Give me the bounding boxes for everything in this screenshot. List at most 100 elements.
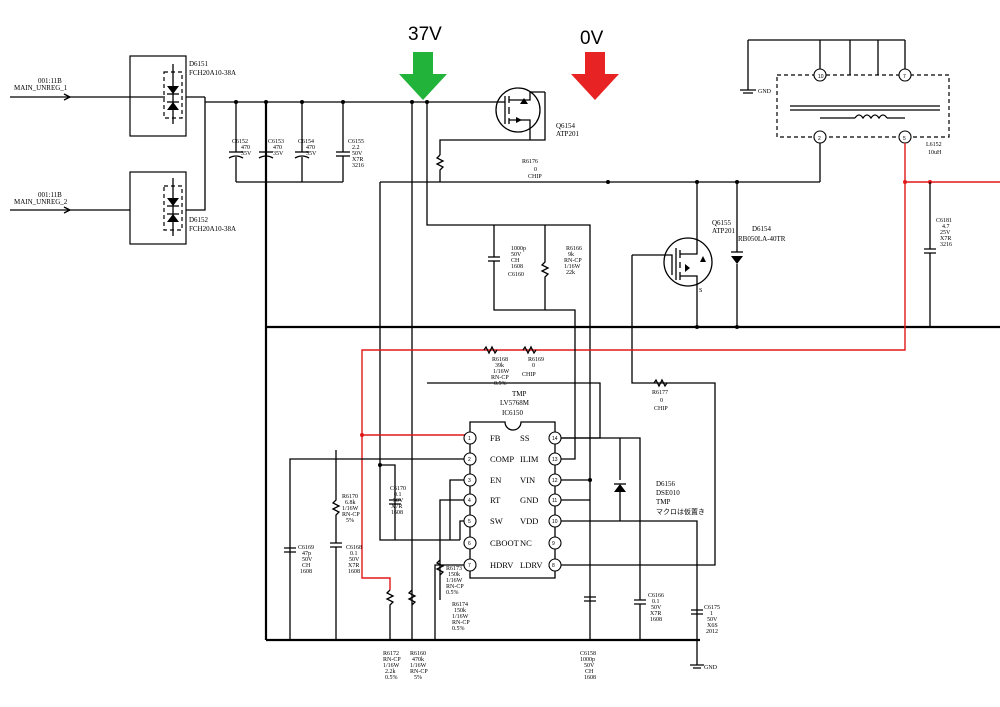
svg-text:TMP: TMP [656,498,671,506]
svg-text:1608: 1608 [584,675,596,681]
svg-text:0.5%: 0.5% [446,590,459,596]
svg-text:470: 470 [241,145,250,151]
ic-pin-number: 7 [468,563,471,569]
ic-pin-number: 13 [552,457,558,463]
c6170-ref: C6170 [390,486,406,492]
ic-pin-number: 1 [468,436,471,442]
c6181-ref: C6181 [936,218,952,224]
arrow-37v-icon [399,52,447,100]
l6152-value: 10uH [928,150,942,156]
svg-text:1/16W: 1/16W [446,578,463,584]
svg-text:2: 2 [818,136,821,142]
svg-text:RN-CP: RN-CP [452,620,470,626]
svg-text:0: 0 [532,363,535,369]
c6152-ref: C6152 [232,139,248,145]
d6152-part: FCH20A10-38A [189,225,236,233]
output-net [904,143,1000,183]
svg-text:3216: 3216 [352,163,364,169]
c6153-ref: C6153 [268,139,284,145]
svg-text:0.5%: 0.5% [494,381,507,387]
r6166-ref: R6166 [566,246,582,252]
c6168-ref: C6168 [346,545,362,551]
svg-text:X7R: X7R [650,611,661,617]
ic-pin-label: RT [490,495,501,505]
ic-pin-circle [463,493,477,507]
svg-text:X7R: X7R [940,236,951,242]
r6173-ref: R6173 [446,566,462,572]
ic-pin-circle [548,536,562,550]
svg-text:5: 5 [903,136,906,142]
svg-text:22k: 22k [566,270,575,276]
ic-pin-label: HDRV [490,560,514,570]
ic6150: TMP LV5768M IC6150 [289,327,698,665]
svg-text:CH: CH [302,563,311,569]
ic-pin-label: VIN [520,475,535,485]
d6154-ref: D6154 [752,225,772,233]
r6170-ref: R6170 [342,494,358,500]
ic-pin-circle [463,473,477,487]
svg-text:5%: 5% [414,675,422,681]
svg-text:0: 0 [660,398,663,404]
input2-net: 001:11B [38,191,62,199]
r6176-ref: R6176 [522,159,538,165]
ic-pin-number: 2 [468,457,471,463]
svg-text:X7R: X7R [352,157,363,163]
main-rails [205,100,1000,642]
marker-0v: 0V [571,28,619,100]
ic-pin-label: LDRV [520,560,543,570]
svg-text:1: 1 [710,611,713,617]
d6156-part: DSE010 [656,489,680,497]
fet-q6154: Q6154 ATP201 [439,87,579,155]
r6174-ref: R6174 [452,602,468,608]
r6169-ref: R6169 [528,357,544,363]
ic-pin-number: 5 [468,519,471,525]
q6155-part: ATP201 [712,227,735,235]
d6152-ref: D6152 [189,216,209,224]
ic-pin-number: 3 [468,478,471,484]
svg-text:1/16W: 1/16W [493,369,510,375]
arrow-0v-icon [571,52,619,100]
resistor-r6170: R6170 6.8k 1/16W RN-CP 5% [330,450,360,640]
svg-text:2.2: 2.2 [352,145,360,151]
resistor-r6177: R6177 0 CHIP [652,378,668,412]
svg-text:1000p: 1000p [580,657,595,663]
cap-c6153: C6153 470 35V [258,139,284,159]
ic-pin-label: EN [490,475,501,485]
r6160-ref: R6160 [410,651,426,657]
svg-text:7: 7 [903,74,906,80]
svg-text:0: 0 [534,167,537,173]
svg-text:1/16W: 1/16W [452,614,469,620]
ic-ref: IC6150 [502,409,524,417]
cap-c6160: 1000p 50V CH 1608 C6160 [488,225,576,327]
svg-text:4.7: 4.7 [942,224,950,230]
feedback-net [361,182,906,436]
cap-c6181: C6181 4.7 25V X7R 3216 [924,182,952,327]
cap-c6169: C6169 47p 50V CH 1608 [284,545,314,575]
resistor-r6172: R6172 RN-CP 1/16W 2.2k 0.5% [383,589,401,681]
svg-text:RN-CP: RN-CP [410,669,428,675]
ic-pin-label: SS [520,433,530,443]
ic-pin-circle [463,558,477,572]
svg-text:RN-CP: RN-CP [342,512,360,518]
cap-c6175: C6175 1 50V X6S 2012 [691,605,720,635]
input2-name: MAIN_UNREG_2 [14,198,68,206]
diode-d6156: D6156 DSE010 TMP マクロは仮置き [614,438,705,521]
svg-text:1608: 1608 [348,569,360,575]
l6152-ref: L6152 [926,142,942,148]
svg-text:1608: 1608 [650,617,662,623]
input-section: 001:11B MAIN_UNREG_1 001:11B MAIN_UNREG_… [10,55,236,245]
q6154-ref: Q6154 [556,122,576,130]
svg-text:150k: 150k [454,608,466,614]
svg-text:47p: 47p [302,551,311,557]
r6172-ref: R6172 [383,651,399,657]
svg-text:2.2k: 2.2k [385,669,396,675]
d6151-ref: D6151 [189,60,209,68]
fet-q6155: Q6155 ATP201 S [555,182,735,566]
svg-text:CHIP: CHIP [528,174,542,180]
ic-pin-number: 11 [552,498,557,504]
ic-pin-circle [548,473,562,487]
ic-pin-circle [463,452,477,466]
c6154-ref: C6154 [298,139,314,145]
resistor-r6166: R6166 9k RN-CP 1/16W 22k [540,225,582,310]
